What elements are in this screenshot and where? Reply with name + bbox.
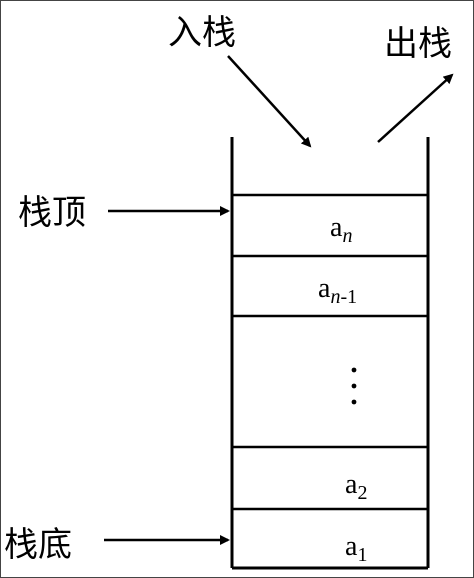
cell-a-n: an [330, 212, 352, 247]
cell-sub: 1 [357, 544, 367, 566]
cell-base: a [330, 212, 343, 243]
push-arrow [227, 55, 312, 148]
cell-sub: n [342, 225, 352, 247]
bottom-label: 栈底 [4, 525, 72, 565]
pop-arrow [377, 73, 454, 143]
cell-a-2: a2 [345, 469, 367, 504]
ellipsis-dots [351, 367, 357, 405]
cell-sub: n [330, 286, 340, 308]
cell-base: a [345, 531, 358, 562]
top-label: 栈顶 [18, 193, 86, 233]
cell-a-1: a1 [345, 531, 367, 566]
cell-sub: 2 [357, 482, 367, 504]
cell-base: a [318, 273, 331, 304]
cell-base: a [345, 469, 358, 500]
push-label: 入栈 [168, 13, 236, 53]
cell-suffix: -1 [340, 286, 357, 308]
cell-a-n-1: an-1 [318, 273, 357, 308]
pop-label: 出栈 [384, 24, 452, 64]
